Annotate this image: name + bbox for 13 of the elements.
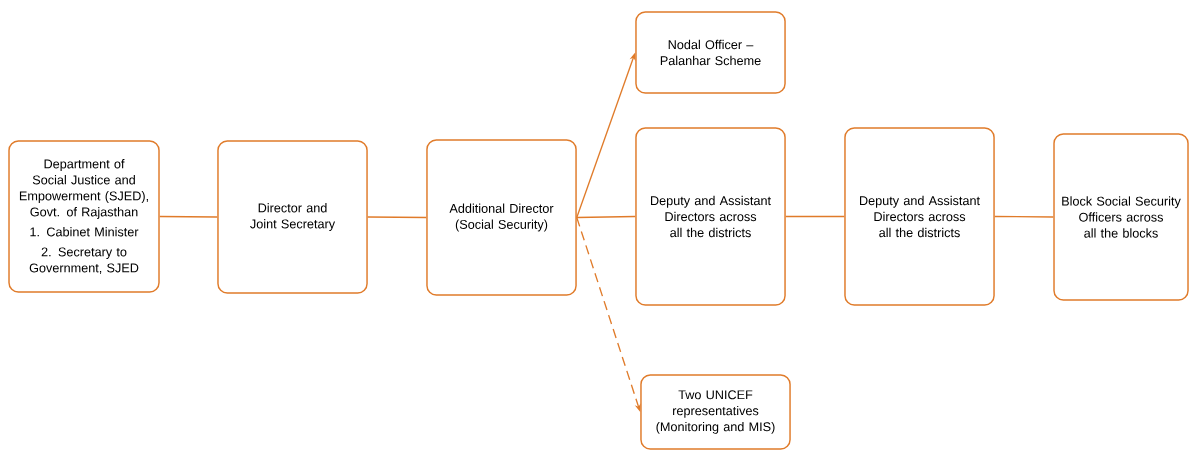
connector-line [994,215,1054,218]
org-box: Block Social Security Officers across all the blocks [1053,133,1189,301]
connector-line [785,215,845,218]
org-box: Additional Director (Social Security) [426,139,577,296]
connector-line [576,215,636,219]
org-box: Deputy and Assistant Directors across all the districts [635,127,786,306]
connector-line [367,216,427,219]
org-box: Department of Social Justice and Empowerment (SJED), Govt. of Rajasthan 1. Cabinet Minister 2. Secretary to Government, SJED [8,140,160,293]
org-box: Deputy and Assistant Directors across all the districts [844,127,995,306]
connector-line [159,215,218,218]
org-box: Two UNICEF representatives (Monitoring and MIS) [640,374,791,450]
org-box: Director and Joint Secretary [217,140,368,294]
org-box: Nodal Officer – Palanhar Scheme [635,11,786,94]
